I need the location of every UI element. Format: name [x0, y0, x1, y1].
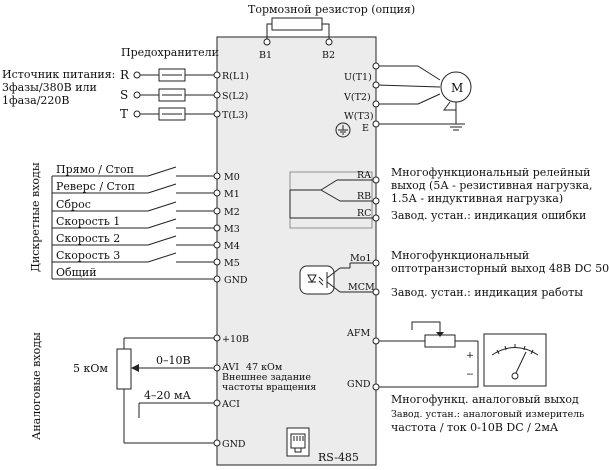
discrete-input-row: Скорость 3 M5	[52, 249, 240, 269]
avi-note-2: частоты вращения	[222, 382, 316, 393]
opto-title-1: Многофункциональный	[391, 249, 529, 262]
terminal-b1	[263, 38, 271, 46]
terminal-m0	[213, 172, 221, 180]
earth-icon	[335, 122, 351, 138]
svg-text:V(T2): V(T2)	[343, 92, 371, 103]
discrete-input-label: Прямо / Стоп	[56, 163, 134, 176]
ground-symbol	[447, 123, 465, 131]
analog-inputs-title: Аналоговые входы	[30, 332, 43, 440]
svg-text:AVI: AVI	[221, 362, 239, 373]
svg-text:GND: GND	[347, 379, 371, 390]
inverter-body	[216, 36, 377, 466]
discrete-inputs-title: Дискретные входы	[29, 162, 42, 272]
relay-title-3: 1.5А - индуктивная нагрузка)	[391, 192, 563, 205]
fuses-label: Предохранители	[121, 46, 219, 59]
discrete-input-label: Скорость 3	[56, 249, 120, 262]
avi-note-1: Внешнее задание	[222, 372, 311, 383]
power-source-line-2: 3фазы/380В или	[2, 81, 97, 94]
opto-default: Завод. устан.: индикация работы	[391, 286, 583, 299]
potentiometer	[116, 337, 214, 444]
pot-label: 5 кОм	[73, 362, 108, 375]
terminal-label: M3	[224, 224, 240, 235]
discrete-input-label: Общий	[56, 266, 97, 279]
avi-range: 0–10В	[156, 354, 191, 367]
analog-output-title: Многофункц. аналоговый выход	[391, 393, 579, 406]
rs485-port-icon	[286, 427, 310, 457]
phase-r: R R(L1)	[120, 68, 249, 82]
discrete-input-label: Скорость 2	[56, 232, 120, 245]
relay-title-1: Многофункциональный релейный	[391, 166, 591, 179]
rs485-label: RS-485	[318, 451, 359, 464]
phase-s: S S(L2)	[120, 88, 248, 102]
terminal-label: M5	[224, 258, 240, 269]
discrete-input-label: Реверс / Стоп	[56, 180, 135, 193]
brake-resistor-label: Тормозной резистор (опция)	[248, 3, 415, 16]
motor-label: M	[451, 81, 463, 95]
terminal-label: M2	[224, 207, 240, 218]
analog-output-default-2: частота / ток 0-10В DC / 2мА	[391, 421, 559, 434]
relay-default: Завод. устан.: индикация ошибки	[391, 209, 586, 222]
terminal-label: M4	[224, 241, 240, 252]
svg-text:+10В: +10В	[222, 334, 249, 345]
svg-text:GND: GND	[222, 439, 246, 450]
relay-contacts: RA RB RC	[289, 170, 380, 222]
aci-range: 4–20 мА	[144, 389, 192, 402]
terminal-m2	[213, 207, 221, 215]
relay-title-2: выход (5А - резистивная нагрузка,	[391, 179, 592, 192]
power-source-line-3: 1фаза/220В	[2, 94, 70, 107]
optocoupler: Mo1 MCM	[299, 253, 380, 296]
analog-output-default-1: Завод. устан.: аналоговый измеритель	[391, 409, 584, 420]
brake-resistor	[271, 17, 323, 31]
terminal-label: M1	[224, 189, 240, 200]
phase-t: T T(L3)	[120, 107, 248, 121]
terminal-label: M0	[224, 172, 240, 183]
svg-text:S(L2): S(L2)	[222, 91, 248, 102]
terminal-b2	[325, 38, 333, 46]
svg-text:E: E	[362, 123, 369, 134]
motor-outputs: U(T1) V(T2) W(T3) E	[343, 62, 458, 134]
terminal-gnd	[213, 275, 221, 283]
analog-output: AFM GND + −	[346, 321, 547, 391]
svg-text:ACI: ACI	[221, 399, 240, 410]
terminal-b2-label: B2	[322, 50, 335, 61]
power-source-line-1: Источник питания:	[2, 68, 115, 81]
svg-text:R(L1): R(L1)	[222, 71, 249, 82]
terminal-label: GND	[224, 275, 248, 286]
svg-text:RA: RA	[357, 170, 371, 181]
avi-note-ohm: 47 кОм	[246, 362, 283, 373]
svg-text:W(T3): W(T3)	[344, 111, 374, 122]
terminal-b1-label: B1	[259, 50, 272, 61]
terminal-m4	[213, 241, 221, 249]
discrete-input-label: Скорость 1	[56, 215, 120, 228]
svg-text:T: T	[120, 107, 128, 121]
discrete-input-label: Сброс	[56, 198, 91, 211]
svg-text:−: −	[466, 369, 474, 380]
svg-text:U(T1): U(T1)	[344, 72, 372, 83]
terminal-m3	[213, 224, 221, 232]
discrete-input-row: Скорость 2 M4	[52, 232, 240, 252]
svg-text:+: +	[466, 350, 474, 361]
svg-text:AFM: AFM	[346, 328, 370, 339]
svg-text:Mo1: Mo1	[350, 253, 372, 264]
svg-text:RB: RB	[357, 191, 371, 202]
svg-text:RC: RC	[357, 208, 371, 219]
terminal-m1	[213, 189, 221, 197]
svg-text:MCM: MCM	[348, 282, 375, 293]
svg-text:R: R	[120, 68, 130, 82]
svg-text:S: S	[120, 88, 128, 102]
opto-title-2: оптотранзисторный выход 48В DC 50мА	[391, 262, 609, 275]
svg-text:T(L3): T(L3)	[222, 110, 248, 121]
terminal-m5	[213, 258, 221, 266]
motor-ground-lead	[443, 101, 457, 111]
discrete-input-row: Скорость 1 M3	[52, 215, 240, 235]
